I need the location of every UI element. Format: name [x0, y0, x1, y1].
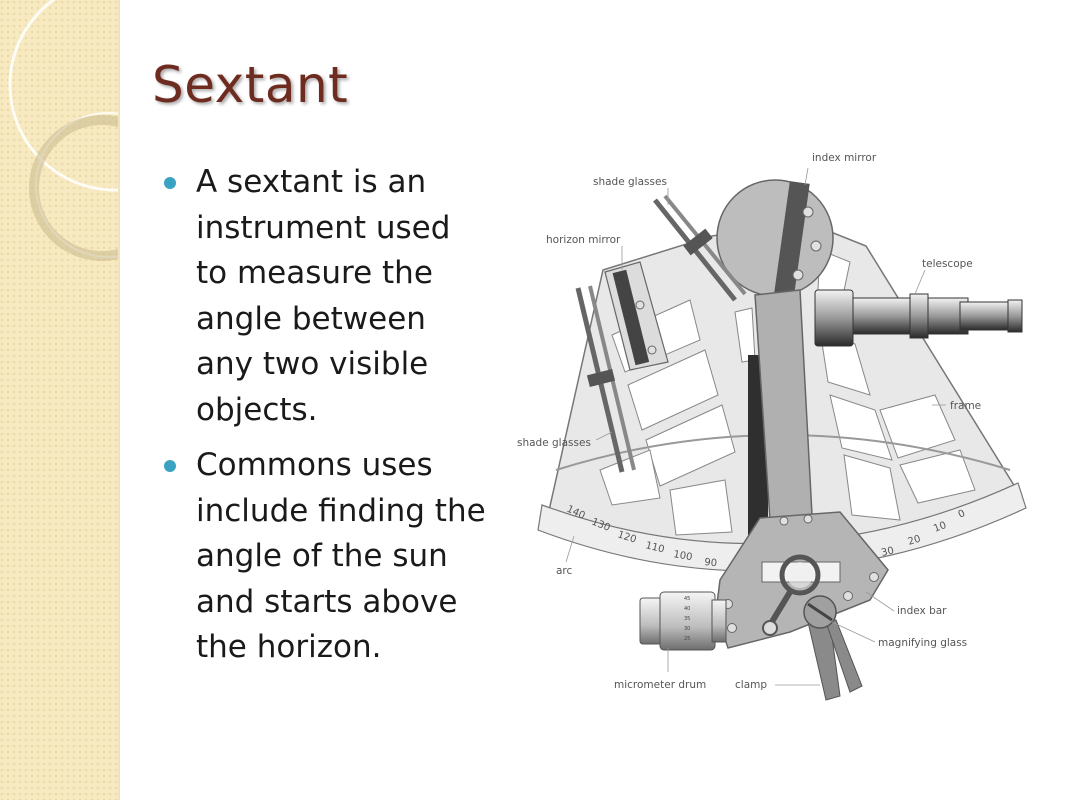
micrometer-tick-40: 40 [684, 606, 690, 612]
decorative-rings [8, 0, 118, 261]
label-telescope: telescope [922, 258, 973, 270]
arc-tick-20: 20 [907, 534, 922, 548]
label-horizon-mirror: horizon mirror [546, 234, 621, 246]
bullet-item-definition: A sextant is an instrument used to measu… [160, 160, 490, 433]
sidebar-decoration [0, 0, 120, 800]
label-shade-glasses-top: shade glasses [593, 176, 667, 188]
index-mirror [716, 179, 834, 297]
label-index-mirror: index mirror [812, 152, 877, 164]
label-shade-glasses-left: shade glasses [517, 437, 591, 449]
diagram-labels: index mirror shade glasses horizon mirro… [517, 152, 981, 691]
micrometer-tick-25: 25 [684, 636, 690, 642]
arc-tick-0: 0 [957, 508, 967, 521]
label-clamp: clamp [735, 679, 767, 691]
arc-tick-110: 110 [644, 540, 665, 555]
bullet-dot-icon [164, 177, 176, 189]
horizon-mirror [604, 261, 669, 371]
arc-tick-100: 100 [672, 549, 693, 563]
label-micrometer-drum: micrometer drum [614, 679, 706, 691]
micrometer-tick-45: 45 [684, 596, 690, 602]
clamp [803, 595, 863, 701]
arc-tick-90: 90 [704, 557, 718, 569]
telescope [814, 289, 1023, 347]
bullet-dot-icon [164, 460, 176, 472]
label-arc: arc [556, 565, 573, 577]
sextant-diagram: 140 130 120 110 100 90 80 70 60 50 40 30… [517, 152, 1027, 701]
bullet-text-uses: Commons uses include finding the angle o… [196, 447, 486, 665]
label-frame: frame [950, 400, 981, 412]
label-magnifying-glass: magnifying glass [878, 637, 967, 649]
arc-tick-30: 30 [880, 545, 895, 559]
bullet-text-definition: A sextant is an instrument used to measu… [196, 164, 451, 428]
shade-glasses-left [575, 285, 636, 473]
arc-tick-10: 10 [932, 520, 948, 535]
slide-title: Sextant [152, 56, 349, 114]
micrometer-drum: 45 40 35 30 25 [639, 591, 727, 651]
magnifying-glass [762, 554, 821, 636]
bullet-list: A sextant is an instrument used to measu… [160, 160, 490, 681]
micrometer-tick-30: 30 [684, 626, 690, 632]
shade-glasses-top [653, 194, 747, 302]
label-index-bar: index bar [897, 605, 947, 617]
bullet-item-uses: Commons uses include finding the angle o… [160, 443, 490, 671]
micrometer-tick-35: 35 [684, 616, 690, 622]
